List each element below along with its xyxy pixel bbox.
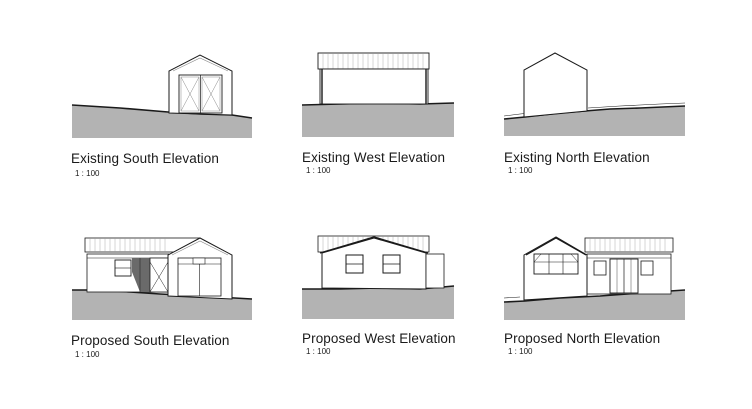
ground-section — [302, 286, 454, 319]
elevation-title-proposed-west: Proposed West Elevation — [302, 331, 456, 346]
elevation-title-proposed-south: Proposed South Elevation — [71, 333, 230, 348]
existing-shed — [168, 54, 233, 116]
scale-existing-north: 1 : 100 — [508, 166, 533, 175]
ground-section — [504, 106, 685, 136]
scale-existing-south: 1 : 100 — [75, 169, 100, 178]
elevation-title-existing-west: Existing West Elevation — [302, 150, 446, 165]
ground-section — [72, 105, 252, 138]
scale-existing-west: 1 : 100 — [306, 166, 331, 175]
ground-section — [504, 290, 685, 320]
ground-section — [302, 103, 454, 137]
elevation-title-existing-north: Existing North Elevation — [504, 150, 650, 165]
existing-shed-west — [317, 52, 430, 105]
elevation-title-proposed-north: Proposed North Elevation — [504, 331, 661, 346]
elevation-title-existing-south: Existing South Elevation — [71, 151, 219, 166]
proposed-house-north — [523, 236, 674, 301]
proposed-house-west — [317, 235, 445, 290]
proposed-house-south — [84, 237, 233, 300]
scale-proposed-north: 1 : 100 — [508, 347, 533, 356]
existing-shed-north — [523, 52, 588, 118]
scale-proposed-west: 1 : 100 — [306, 347, 331, 356]
scale-proposed-south: 1 : 100 — [75, 350, 100, 359]
